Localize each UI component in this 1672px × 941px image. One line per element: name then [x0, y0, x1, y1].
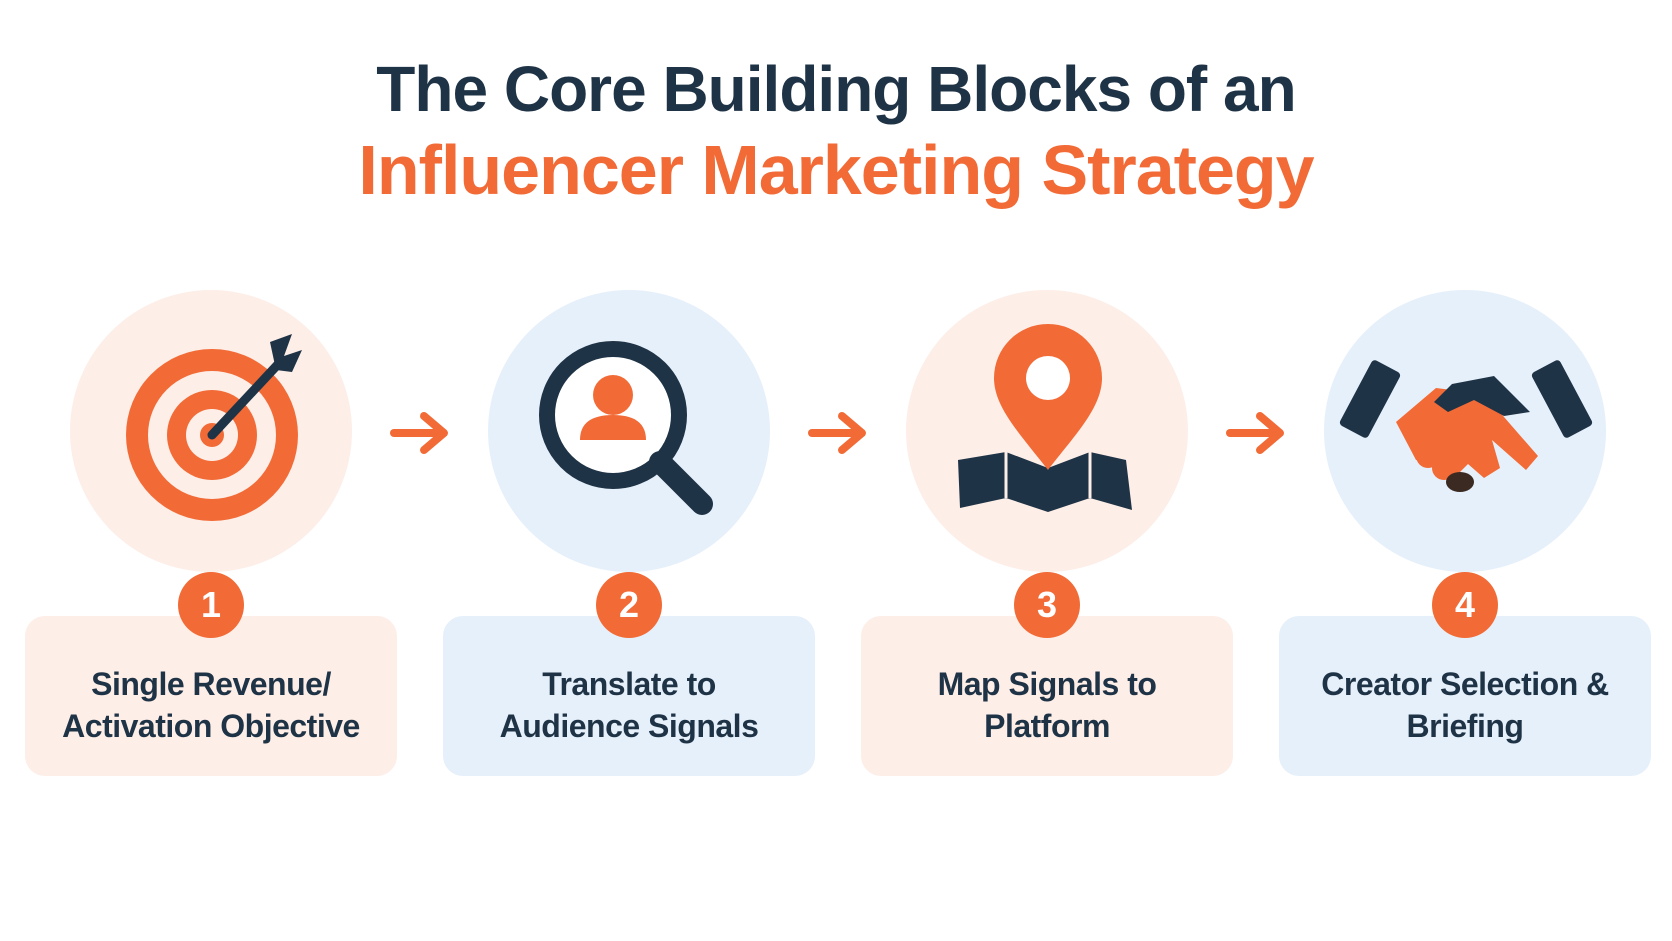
step-2-icon-circle — [488, 290, 770, 572]
step-2-label-line-1: Translate to — [542, 666, 716, 702]
title-line-1: The Core Building Blocks of an — [376, 53, 1296, 125]
arrow-right-icon — [390, 412, 448, 454]
step-4-number-badge: 4 — [1432, 572, 1498, 638]
step-1-label-line-1: Single Revenue/ — [91, 666, 331, 702]
target-arrow-icon — [126, 334, 302, 521]
step-4-label: Creator Selection & Briefing — [1321, 663, 1609, 747]
step-2-label-line-2: Audience Signals — [499, 708, 759, 744]
step-4-label-line-2: Briefing — [1406, 708, 1524, 744]
arrow-right-icon — [808, 412, 866, 454]
step-3-card: Map Signals to Platform — [861, 616, 1233, 776]
step-3-label-line-2: Platform — [984, 708, 1110, 744]
step-1-card: Single Revenue/ Activation Objective — [25, 616, 397, 776]
step-1-number-badge: 1 — [178, 572, 244, 638]
step-1-label-line-2: Activation Objective — [62, 708, 360, 744]
map-pin-icon — [958, 324, 1132, 512]
step-4-label-line-1: Creator Selection & — [1321, 666, 1609, 702]
arrow-right-icon — [1226, 412, 1284, 454]
step-2-card: Translate to Audience Signals — [443, 616, 815, 776]
step-2-label: Translate to Audience Signals — [500, 663, 759, 747]
step-4-icon-circle — [1324, 290, 1606, 572]
step-1-label: Single Revenue/ Activation Objective — [62, 663, 360, 747]
handshake-icon — [1339, 360, 1593, 492]
magnifier-person-icon — [539, 341, 713, 515]
step-2-number-badge: 2 — [596, 572, 662, 638]
step-3-number-badge: 3 — [1014, 572, 1080, 638]
step-1-icon-circle — [70, 290, 352, 572]
step-3-label: Map Signals to Platform — [938, 663, 1157, 747]
step-4-card: Creator Selection & Briefing — [1279, 616, 1651, 776]
title-line-2: Influencer Marketing Strategy — [358, 131, 1314, 209]
step-3-label-line-1: Map Signals to — [937, 666, 1157, 702]
step-3-icon-circle — [906, 290, 1188, 572]
